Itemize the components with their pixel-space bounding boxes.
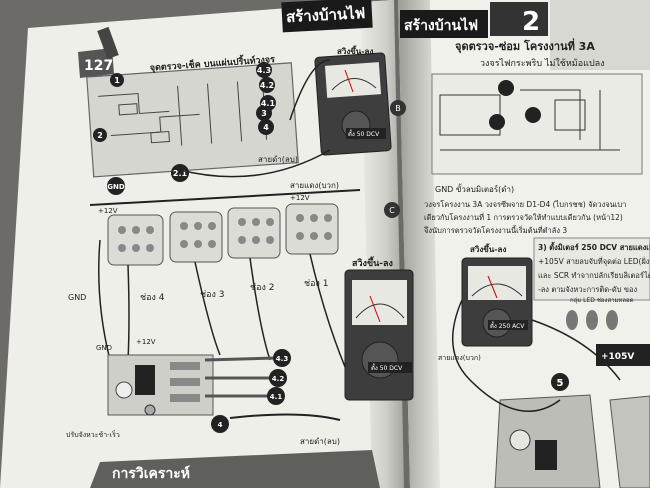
step3-box (533, 237, 650, 301)
gnd-marker-label: GND (107, 183, 125, 191)
black-probe-label-b: สายดำ(ลบ) (258, 155, 298, 164)
panel-label-c-text: C (389, 206, 395, 215)
pcb-board-b (86, 62, 299, 178)
analysis-band: การวิเคราะห์ (90, 450, 380, 488)
left-header: สร้างบ้านไฟ (281, 0, 373, 33)
channel-1-label: ช่อง 1 (304, 279, 329, 289)
step3-text: 3) ตั้งมิเตอร์ 250 DCV สายแดงเสียบ +105V… (538, 241, 650, 294)
ic-chip (135, 365, 155, 395)
marker-c-4 (211, 415, 229, 433)
marker-c-4-2 (269, 369, 287, 387)
analysis-heading: การวิเคราะห์ (112, 465, 190, 482)
issue-badge: 2 (522, 7, 540, 37)
marker-c-4-3 (273, 349, 291, 367)
v105-label-box (596, 344, 650, 366)
schematic-marker-3 (525, 107, 541, 123)
step3-line-2: และ SCR ทำจากปลักเรียบลิเตอร์ได้ (538, 271, 650, 280)
gnd-marker (107, 177, 125, 195)
right-header: สร้างบ้านไฟ 2 (400, 0, 650, 70)
red-probe-label-c: สายแดง(บวก) (290, 181, 339, 190)
marker-4-3-label: 4.3 (257, 66, 271, 75)
gnd-label-c: GND (68, 293, 86, 302)
marker-3 (256, 105, 272, 121)
panel-label-c (384, 202, 400, 218)
v12-mid-label: +12V (136, 338, 156, 346)
channel-labels: ช่อง 4 ช่อง 3 ช่อง 2 ช่อง 1 (140, 279, 329, 303)
schematic-marker-1 (489, 114, 505, 130)
marker-2 (93, 128, 107, 142)
step-marker-5-text: 5 (557, 378, 564, 389)
switch-label-b: สวิงขึ้น-ลง (337, 45, 373, 56)
schematic (431, 73, 643, 175)
marker-4-label: 4 (263, 123, 269, 132)
marker-c-4-1 (267, 387, 285, 405)
paragraph-line-3: จึงนับการตรวจวัดโครงงานนี้เริ่มต้นที่ตำล… (423, 225, 567, 235)
marker-3-label: 3 (261, 109, 267, 118)
v12-top-label: +12V (98, 207, 118, 215)
page-number-badge: 127 (78, 26, 119, 78)
marker-4 (258, 119, 274, 135)
switch-label-c: สวิงขึ้น-ลง (352, 256, 393, 269)
left-header-title: สร้างบ้านไฟ (286, 3, 366, 26)
page-number: 127 (84, 58, 113, 74)
marker-2-label: 2 (97, 131, 103, 140)
test-markers-b (93, 62, 276, 182)
figure-c: +12V สายแดง(บวก) +12V C ช่อง 4 ช่อง 3 ช่… (66, 181, 414, 446)
figure-b: จุดตรวจ-เช็ค บนแผ่นปริ้นท์วงจร 1 2 2.1 4… (86, 45, 406, 195)
marker-4-2 (259, 77, 275, 93)
led-group-label: กลุ่ม LED ช่องสามหลอด (570, 297, 634, 304)
gnd-note: GND ขั้วลบมิเตอร์(ดำ) (435, 183, 514, 194)
marker-c-4-label: 4 (218, 421, 223, 429)
black-probe-label-c: สายดำ(ลบ) (300, 437, 340, 446)
step-marker-5 (551, 373, 569, 391)
marker-2-1-label: 2.1 (173, 169, 188, 178)
speed-adjust-label: ปรับจังหวะช้า-เร็ว (66, 430, 120, 439)
step3-heading: 3) ตั้งมิเตอร์ 250 DCV สายแดงเสียบ (538, 241, 650, 252)
right-paragraph: วงจรโครงงาน 3A วงจรซีพจาย D1-D4 (ไบกรชช)… (423, 200, 626, 235)
paragraph-line-2: เดียวกับโครงงานที่ 1 การตรวจวัดให้ทำแบบเ… (424, 212, 623, 222)
marker-4-1-label: 4.1 (261, 99, 276, 108)
step3-line-1: +105V สายลบจับที่จุดต่อ LED(ฝั่ง (538, 256, 650, 266)
channel-4-label: ช่อง 4 (140, 293, 165, 303)
right-subtitle: วงจรไฟกระพริบ ไม่ใช้หม้อแปลง (480, 58, 605, 69)
v12-small-label: +12V (290, 194, 310, 202)
paragraph-line-1: วงจรโครงงาน 3A วงจรซีพจาย D1-D4 (ไบกรชช)… (424, 200, 626, 209)
right-red-probe-label: สายแดง(บวก) (438, 354, 481, 362)
marker-c-4-2-label: 4.2 (272, 375, 285, 383)
marker-4-3 (256, 62, 272, 78)
channel-3-label: ช่อง 3 (200, 290, 225, 300)
marker-c-4-3-label: 4.3 (276, 355, 289, 363)
multimeter-c-dial (352, 280, 407, 325)
channel-2-label: ช่อง 2 (250, 283, 275, 293)
schematic-marker-2 (498, 80, 514, 96)
marker-4-2-label: 4.2 (260, 81, 274, 90)
marker-2-1 (171, 164, 189, 182)
right-leds (566, 310, 618, 330)
v105-label: +105V (601, 352, 634, 362)
multimeter-right-dial (468, 266, 526, 300)
marker-c-4-1-label: 4.1 (270, 393, 283, 401)
panel-label-b-text: B (395, 104, 401, 113)
right-header-title: สร้างบ้านไฟ (404, 16, 478, 34)
multimeter-b-dial (324, 62, 382, 98)
meter-range-c: ตั้ง 50 DCV (371, 362, 403, 372)
panel-label-b (390, 100, 406, 116)
right-meter-range: ตั้ง 250 ACV (490, 320, 525, 330)
marker-1-label: 1 (114, 76, 120, 85)
gnd-label-c2: GND (96, 344, 112, 352)
right-figure-title: จุดตรวจ-ซ่อม โครงงานที่ 3A (455, 38, 595, 54)
step3-line-3: -ลง ตามจังหวะการติด-ดับ ของ (538, 285, 637, 294)
marker-1 (110, 73, 124, 87)
meter-range-b: ตั้ง 50 DCV (348, 128, 380, 138)
right-switch-label: สวิงขึ้น-ลง (470, 243, 506, 254)
